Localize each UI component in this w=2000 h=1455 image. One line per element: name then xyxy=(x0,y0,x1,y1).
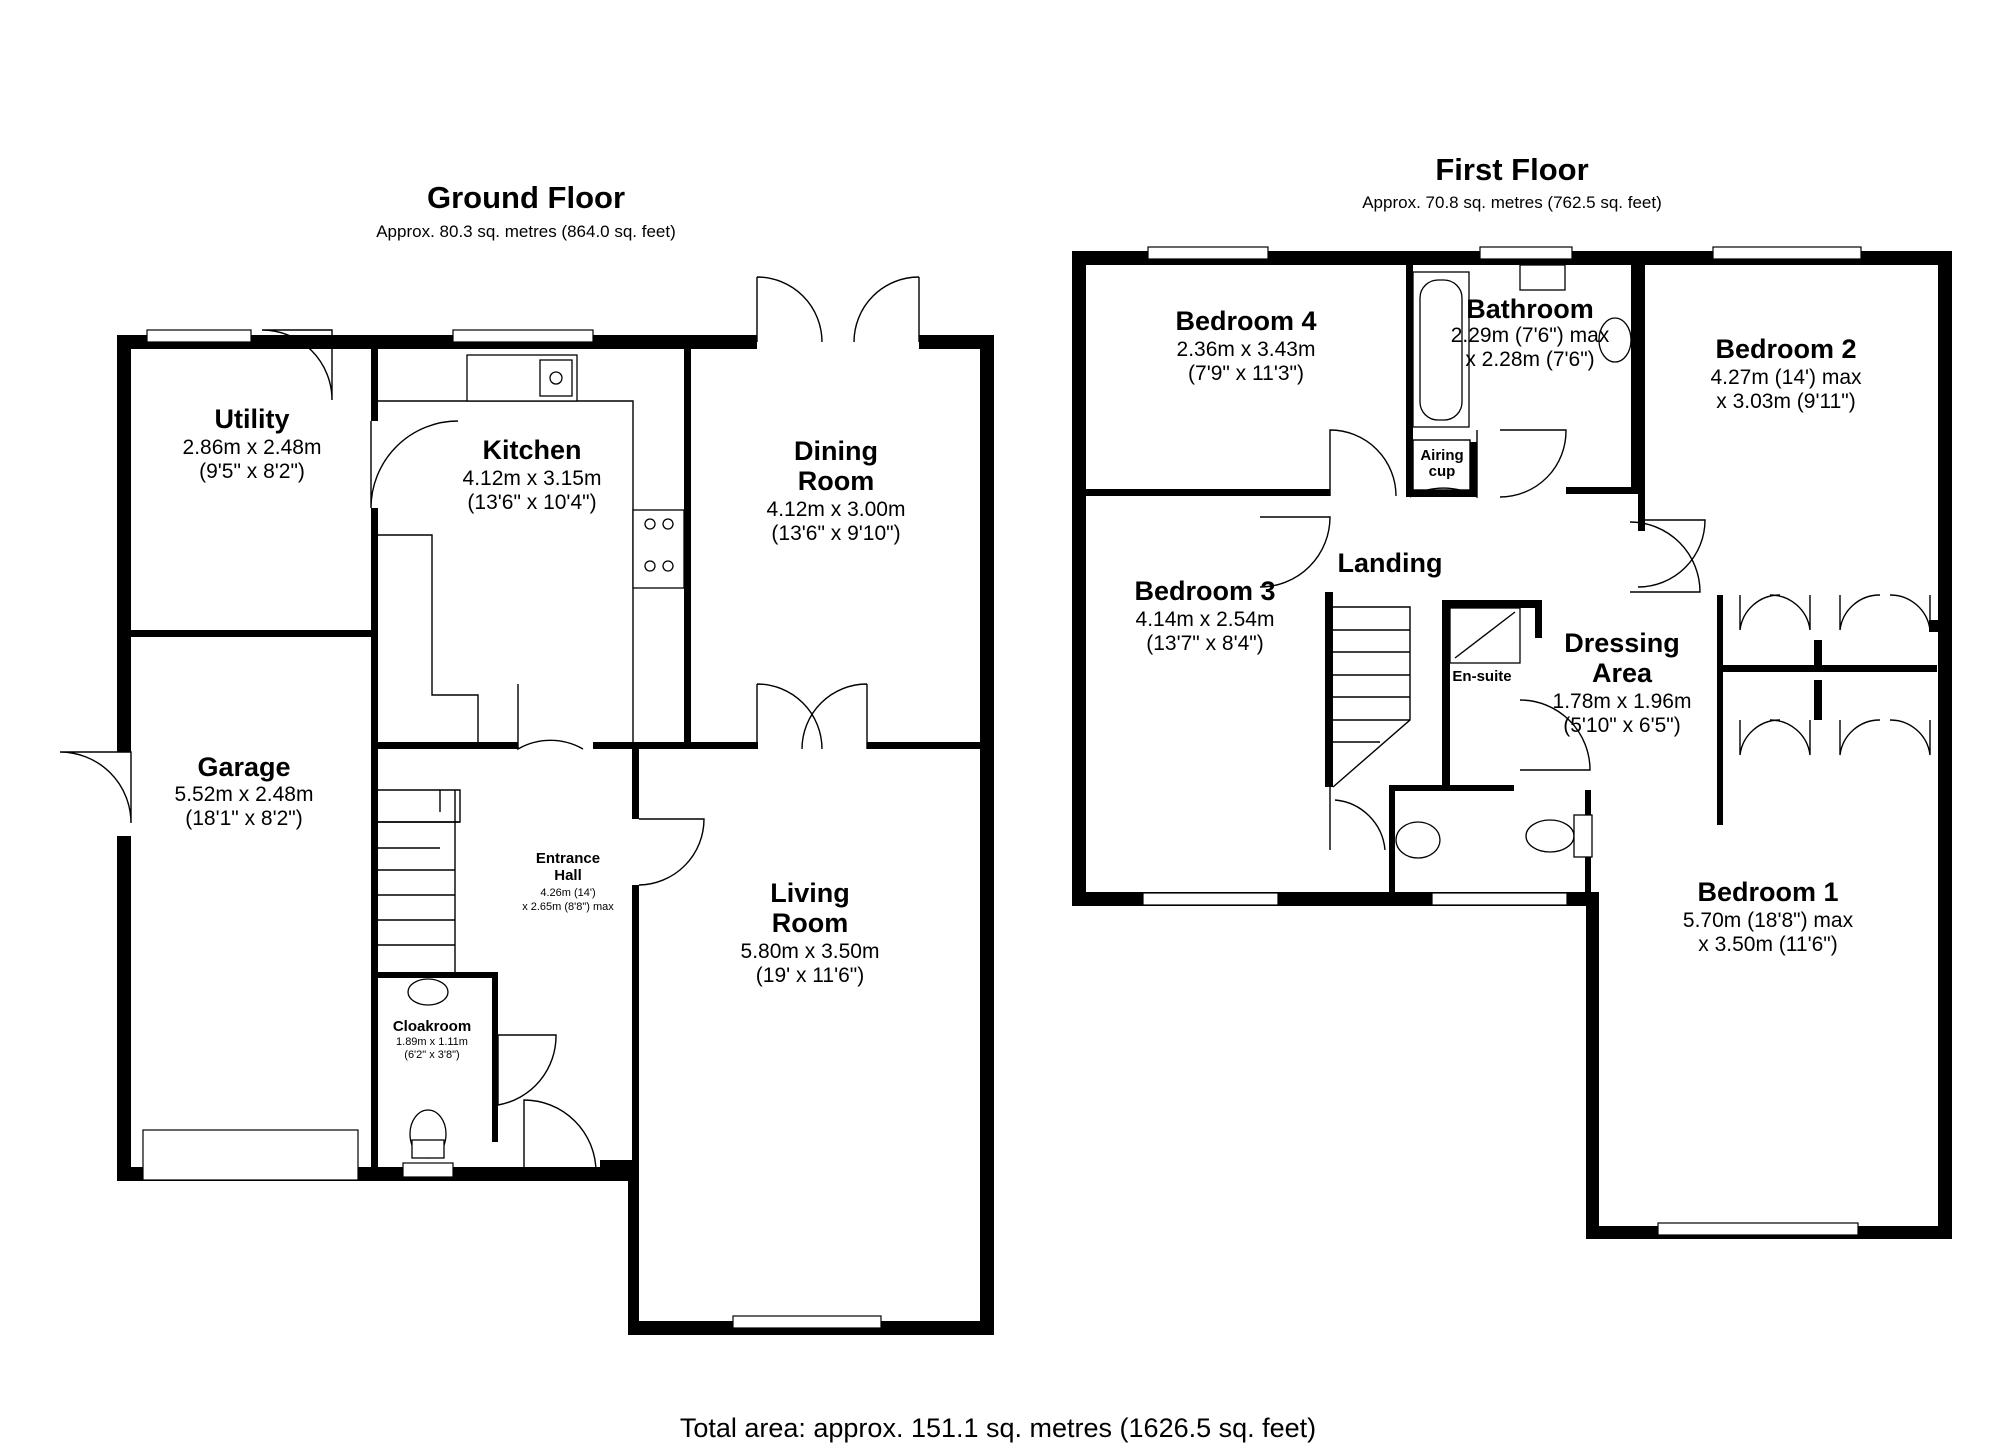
room-dims-bedroom4: 2.36m x 3.43m xyxy=(1177,338,1316,361)
room-label-bedroom1: Bedroom 1 xyxy=(1697,877,1838,907)
room-dims-bedroom1-width: x 3.50m (11'6") xyxy=(1698,933,1837,956)
room-dims-bedroom2: 4.27m (14') max xyxy=(1710,366,1862,389)
room-label-bedroom2: Bedroom 2 xyxy=(1715,334,1856,364)
room-label-bathroom: Bathroom xyxy=(1466,294,1594,324)
room-dims-bathroom-width: x 2.28m (7'6") xyxy=(1465,348,1594,371)
room-dims-dining: 4.12m x 3.00m xyxy=(767,498,906,521)
room-label-cloakroom: Cloakroom xyxy=(393,1018,471,1035)
room-dims-dining-imperial: (13'6" x 9'10") xyxy=(771,522,900,545)
first-floor-plan: First Floor Approx. 70.8 sq. metres (762… xyxy=(1072,152,1952,1239)
room-label-bedroom4: Bedroom 4 xyxy=(1175,306,1316,336)
room-dims-garage: 5.52m x 2.48m xyxy=(175,783,314,806)
room-dims-utility-imperial: (9'5" x 8'2") xyxy=(199,460,305,483)
room-dims-bedroom3: 4.14m x 2.54m xyxy=(1136,608,1275,631)
room-label-landing: Landing xyxy=(1338,548,1443,578)
first-floor-area: Approx. 70.8 sq. metres (762.5 sq. feet) xyxy=(1362,193,1662,212)
room-dims-garage-imperial: (18'1" x 8'2") xyxy=(185,807,302,830)
room-dims-bedroom4-imperial: (7'9" x 11'3") xyxy=(1188,362,1304,385)
ground-floor-title: Ground Floor xyxy=(427,180,625,215)
ground-floor-plan: Ground Floor Approx. 80.3 sq. metres (86… xyxy=(59,180,994,1335)
room-label-living-line1: Living xyxy=(770,878,850,908)
room-label-garage: Garage xyxy=(197,752,290,782)
room-dims-living-imperial: (19' x 11'6") xyxy=(756,964,864,987)
room-dims-bathroom: 2.29m (7'6") max xyxy=(1451,324,1610,347)
ground-floor-area: Approx. 80.3 sq. metres (864.0 sq. feet) xyxy=(376,222,676,241)
room-label-ensuite: En-suite xyxy=(1452,668,1511,685)
room-dims-hall-max: x 2.65m (8'8") max xyxy=(522,901,614,913)
room-dims-dressing-imperial: (5'10" x 6'5") xyxy=(1563,714,1680,737)
room-dims-kitchen: 4.12m x 3.15m xyxy=(463,467,602,490)
room-label-hall-line2: Hall xyxy=(554,867,582,884)
room-label-utility: Utility xyxy=(214,404,289,434)
room-dims-bedroom2-width: x 3.03m (9'11") xyxy=(1716,390,1855,413)
room-label-dressing-line2: Area xyxy=(1592,658,1653,688)
room-dims-living: 5.80m x 3.50m xyxy=(741,940,880,963)
room-label-airing-line1: Airing xyxy=(1420,447,1463,464)
total-area: Total area: approx. 151.1 sq. metres (16… xyxy=(680,1413,1316,1443)
room-dims-bedroom3-imperial: (13'7" x 8'4") xyxy=(1146,632,1263,655)
room-dims-cloakroom: 1.89m x 1.11m xyxy=(396,1036,468,1048)
room-dims-utility: 2.86m x 2.48m xyxy=(183,436,322,459)
room-label-living-line2: Room xyxy=(772,908,849,938)
room-dims-bedroom1: 5.70m (18'8") max xyxy=(1683,909,1854,932)
room-label-dining-line2: Room xyxy=(798,466,875,496)
room-dims-kitchen-imperial: (13'6" x 10'4") xyxy=(467,491,596,514)
room-dims-dressing: 1.78m x 1.96m xyxy=(1553,690,1692,713)
room-dims-cloakroom-imperial: (6'2" x 3'8") xyxy=(404,1049,459,1061)
first-floor-title: First Floor xyxy=(1435,152,1588,187)
room-label-hall-line1: Entrance xyxy=(536,850,600,867)
room-label-bedroom3: Bedroom 3 xyxy=(1134,576,1275,606)
room-dims-hall: 4.26m (14') xyxy=(540,887,595,899)
room-label-kitchen: Kitchen xyxy=(482,435,581,465)
room-label-airing-line2: cup xyxy=(1429,463,1456,480)
room-label-dressing-line1: Dressing xyxy=(1564,628,1680,658)
room-label-dining-line1: Dining xyxy=(794,436,878,466)
